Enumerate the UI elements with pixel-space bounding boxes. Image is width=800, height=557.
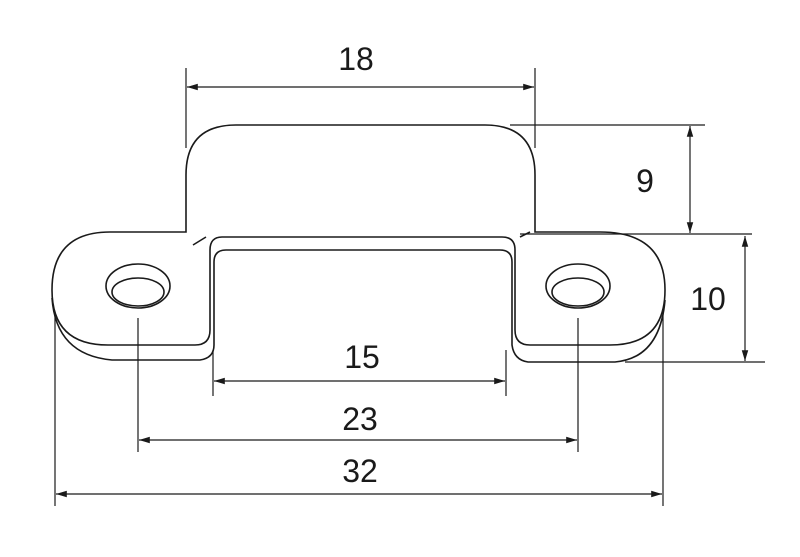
- dimension-overall-width: 32: [54, 310, 664, 506]
- dimension-flange-height: 10: [625, 236, 765, 363]
- dimension-top-width: 18: [185, 41, 536, 148]
- bracket-thickness: [51, 249, 666, 363]
- dimension-inner-width: 15: [212, 339, 507, 396]
- right-hole: [545, 263, 611, 309]
- dimension-bridge-height: 9: [510, 124, 752, 235]
- left-hole-inner: [111, 277, 165, 307]
- bracket-outline: [51, 124, 666, 346]
- right-hole-inner: [551, 277, 605, 307]
- dim-label-9: 9: [636, 163, 654, 199]
- dim-label-10: 10: [690, 281, 726, 317]
- dim-label-18: 18: [338, 41, 374, 77]
- bracket-inner-edge: [192, 231, 531, 246]
- left-hole: [105, 263, 171, 309]
- dim-label-32: 32: [342, 453, 378, 489]
- bracket-part: [51, 124, 666, 363]
- dim-label-15: 15: [344, 339, 380, 375]
- dimension-hole-spacing: 23: [137, 318, 579, 452]
- dim-label-23: 23: [342, 401, 378, 437]
